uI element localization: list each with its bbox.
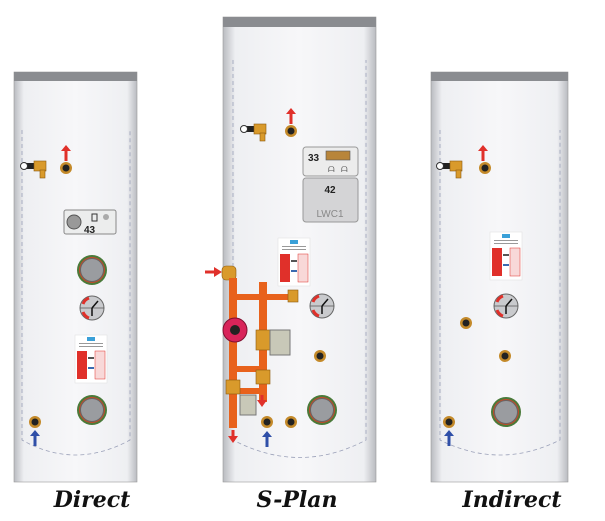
return-arrow-icon — [228, 436, 238, 443]
immersion-heater-panel: 43 — [63, 209, 117, 236]
coil-flow-port — [460, 317, 472, 329]
secondary-return-port — [314, 350, 326, 362]
zone-valve-actuator — [269, 329, 291, 356]
control-model: LWC1 — [316, 209, 343, 220]
technical-label — [277, 237, 311, 287]
boss-port — [76, 254, 108, 286]
cold-inlet — [443, 416, 455, 428]
thermostat-number: 33 — [308, 153, 320, 164]
immersion-number: 43 — [84, 225, 96, 236]
pipework-kit — [205, 265, 299, 443]
caption-direct: Direct — [53, 487, 131, 513]
temperature-gauge — [78, 294, 106, 322]
flow-arrow-icon — [214, 267, 222, 277]
wiring-centre-box: 42 LWC1 — [302, 177, 359, 223]
hot-outlet — [285, 125, 297, 137]
caption-indirect: Indirect — [461, 487, 561, 513]
hot-outlet — [479, 162, 491, 174]
control-number: 42 — [324, 185, 336, 196]
coil-return-port — [499, 350, 511, 362]
svg-text:ᗩ: ᗩ — [328, 165, 335, 174]
indirect-cylinder: Indirect — [430, 71, 569, 513]
lower-immersion-port — [490, 396, 522, 428]
zone-valve-actuator — [239, 394, 257, 416]
caption-splan: S-Plan — [257, 487, 338, 513]
cold-inlet — [261, 416, 273, 428]
svg-text:ᗩ: ᗩ — [341, 165, 348, 174]
temperature-gauge — [492, 292, 520, 320]
lower-immersion-port — [306, 394, 338, 426]
cold-inlet — [29, 416, 41, 428]
technical-label — [74, 334, 108, 384]
direct-cylinder: 43 Direct — [13, 71, 138, 513]
lower-immersion-port — [76, 394, 108, 426]
technical-label — [489, 231, 523, 281]
drain-port — [285, 416, 297, 428]
temperature-gauge — [308, 292, 336, 320]
hot-outlet — [60, 162, 72, 174]
return-arrow-icon — [257, 400, 267, 407]
